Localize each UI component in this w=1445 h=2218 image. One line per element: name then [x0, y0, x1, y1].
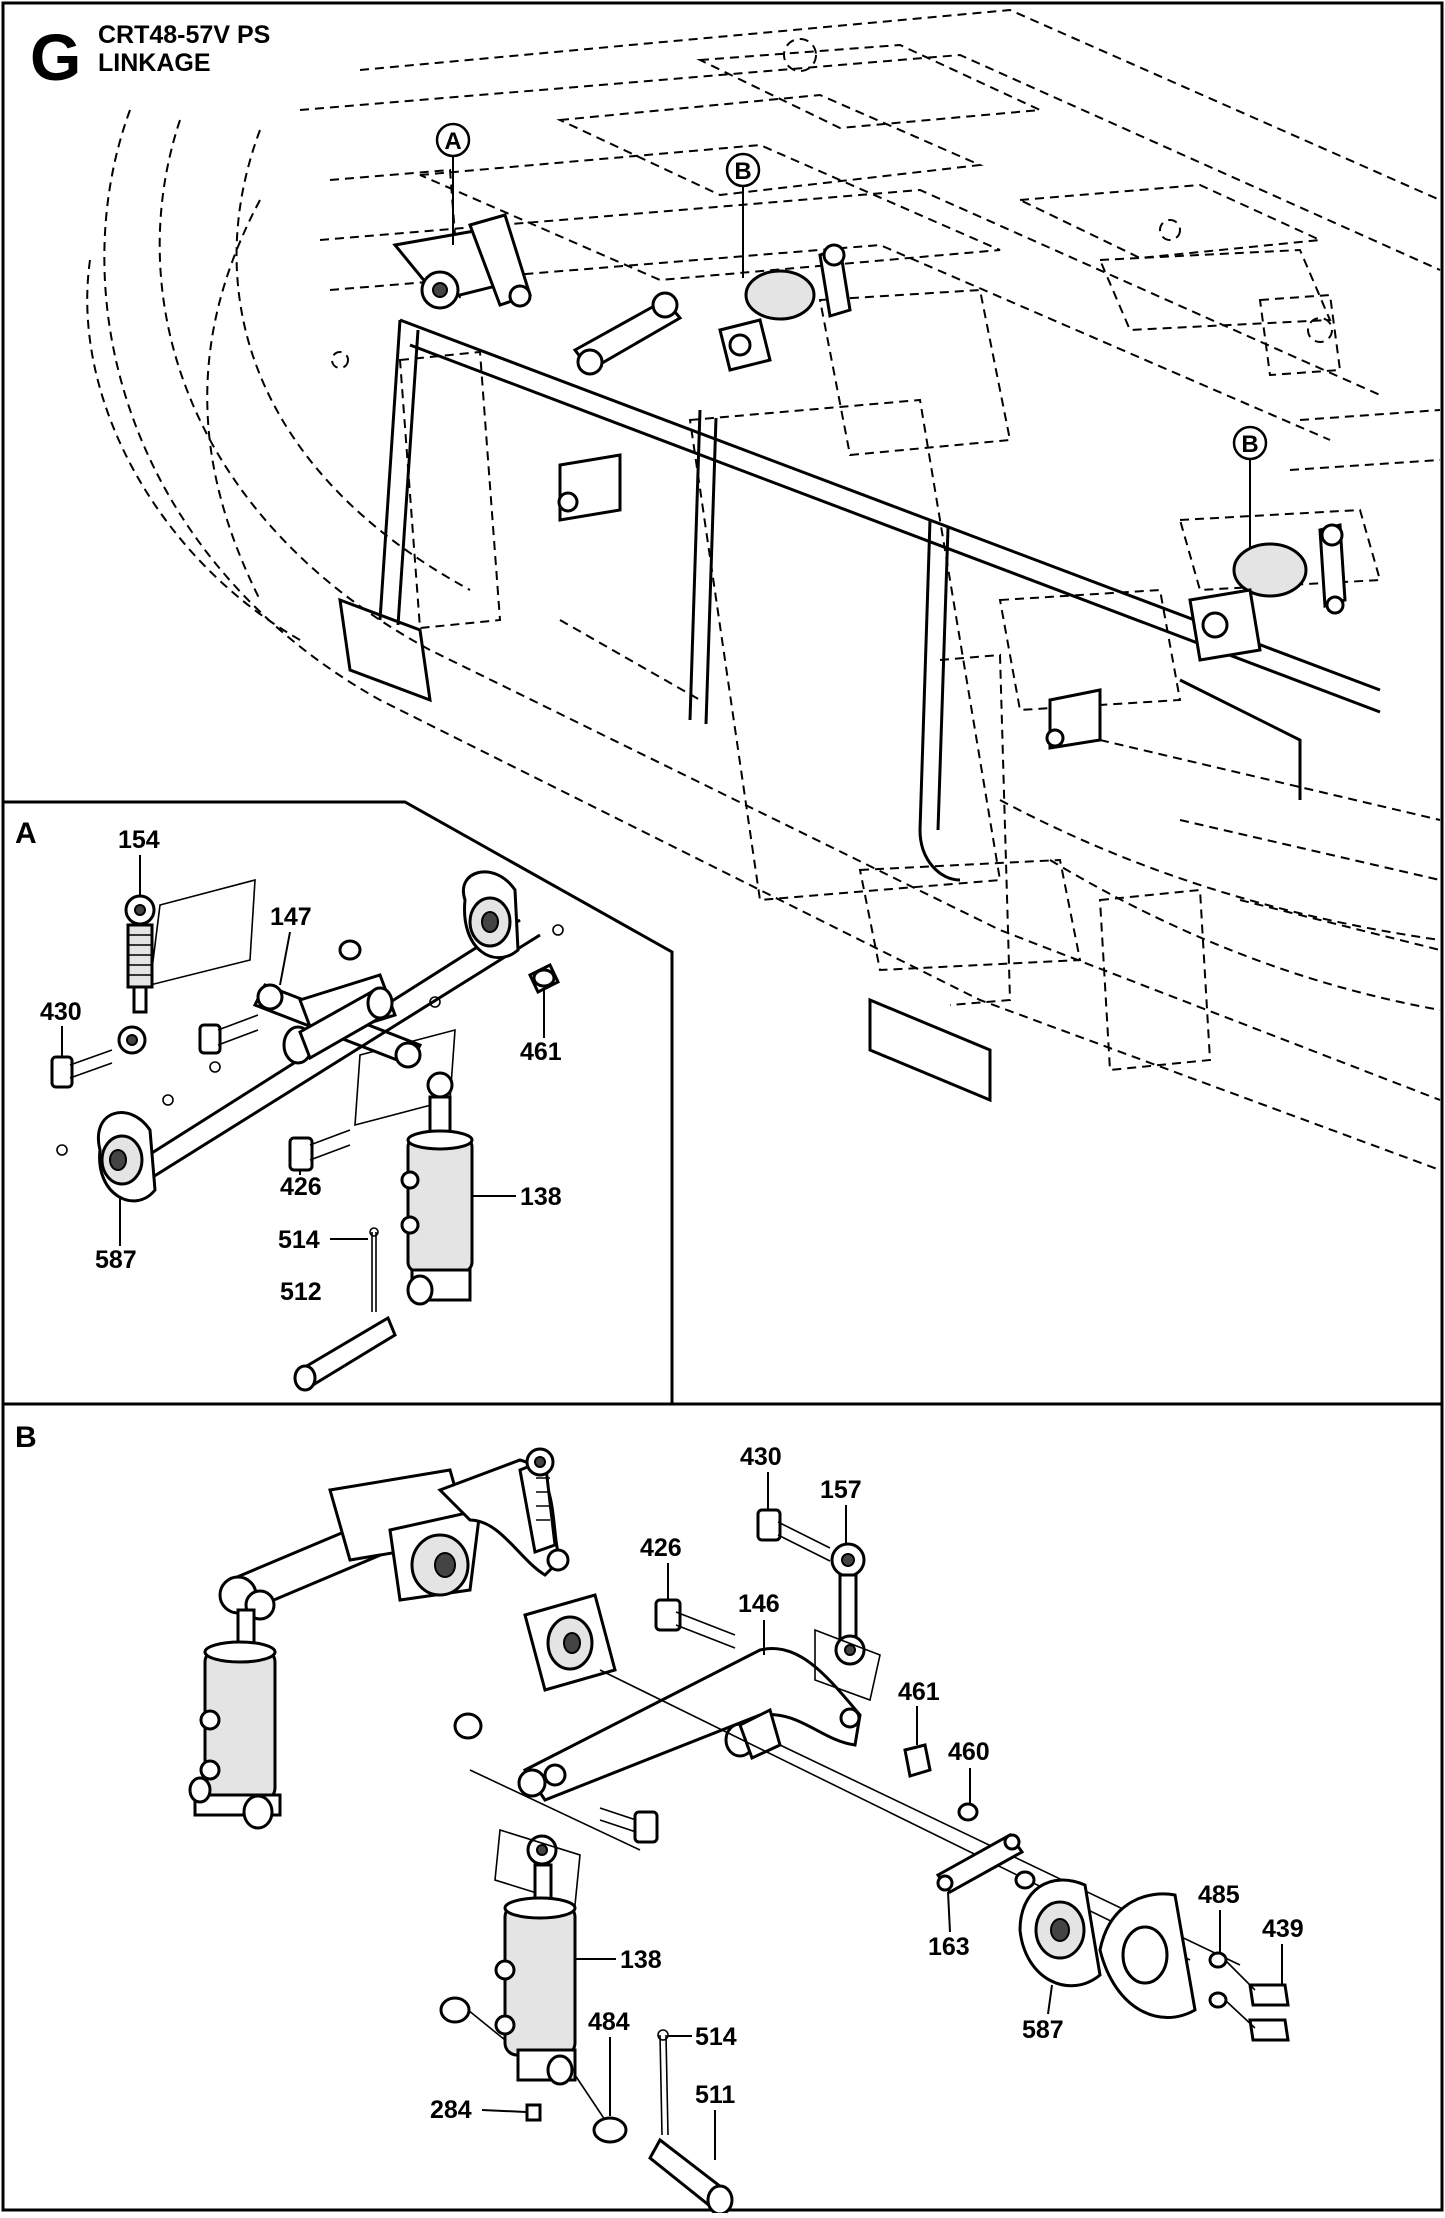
overview-linkage-b-upper	[557, 243, 852, 522]
section-a-inset-border	[3, 800, 674, 1404]
callout-a-512: 512	[280, 1278, 322, 1306]
callout-a-461: 461	[520, 1038, 562, 1066]
callout-a-138: 138	[520, 1183, 562, 1211]
callout-b-514: 514	[695, 2023, 737, 2051]
section-letter: G	[30, 20, 81, 94]
page-title: LINKAGE	[98, 49, 211, 77]
detail-b-assembled-view	[188, 1447, 570, 1830]
model-label: CRT48-57V PS	[98, 21, 270, 49]
callout-a-430: 430	[40, 998, 82, 1026]
overview-linkage-b-lower	[1045, 523, 1347, 750]
callout-b-163: 163	[928, 1933, 970, 1961]
callout-b-461: 461	[898, 1678, 940, 1706]
overview-linkage-a	[392, 213, 532, 310]
detail-a-label: A	[15, 817, 37, 850]
callout-a-587: 587	[95, 1246, 137, 1274]
callout-b-484: 484	[588, 2008, 630, 2036]
callout-b-146: 146	[738, 1590, 780, 1618]
callout-b-587: 587	[1022, 2016, 1064, 2044]
callout-b-157: 157	[820, 1476, 862, 1504]
callout-b-138: 138	[620, 1946, 662, 1974]
svg-text:A: A	[444, 128, 461, 155]
main-frame	[338, 318, 1381, 1103]
callout-a-426: 426	[280, 1173, 322, 1201]
callout-b-284: 284	[430, 2096, 472, 2124]
callout-b-439: 439	[1262, 1915, 1304, 1943]
callout-a-514: 514	[278, 1226, 320, 1254]
detail-a-callouts: 154 147 430 461 426 138 514 587 512	[40, 826, 562, 1306]
detail-b-exploded-view	[439, 1508, 1290, 2216]
chassis-outline	[86, 8, 1441, 1171]
callout-a-147: 147	[270, 903, 312, 931]
svg-text:B: B	[734, 158, 751, 185]
callout-b-511: 511	[695, 2081, 735, 2109]
callout-b-426: 426	[640, 1534, 682, 1562]
svg-text:B: B	[1241, 431, 1258, 458]
marker-b-upper: B	[725, 152, 761, 278]
marker-b-lower: B	[1232, 425, 1268, 548]
detail-b-label: B	[15, 1421, 37, 1454]
callout-b-485: 485	[1198, 1881, 1240, 1909]
callout-a-154: 154	[118, 826, 160, 854]
callout-b-430: 430	[740, 1443, 782, 1471]
callout-b-460: 460	[948, 1738, 990, 1766]
detail-a-drawing	[50, 870, 564, 1392]
marker-a: A	[435, 122, 471, 245]
detail-b-callouts: 430 157 426 146 461 460 163 485 439 138 …	[430, 1443, 1304, 2160]
